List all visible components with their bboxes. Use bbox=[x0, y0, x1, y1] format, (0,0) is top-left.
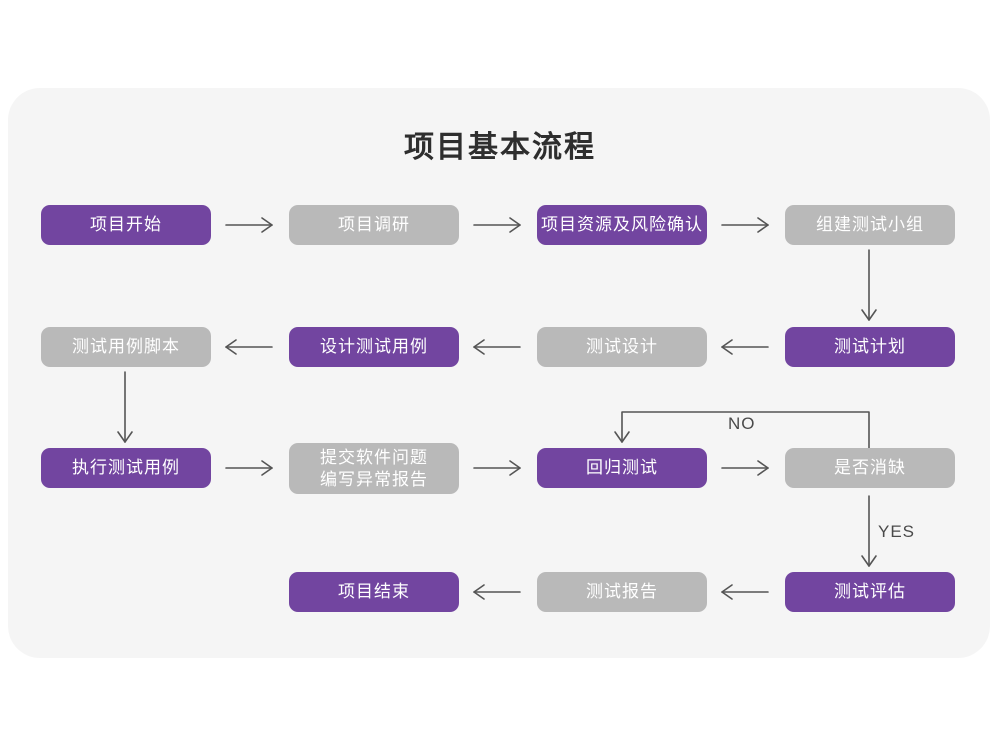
flow-node-n14[interactable]: 测试报告 bbox=[537, 572, 707, 612]
flow-node-label: 组建测试小组 bbox=[816, 215, 924, 234]
flow-node-label: 项目开始 bbox=[90, 215, 162, 234]
flow-node-label: 是否消缺 bbox=[834, 458, 906, 477]
flow-node-n4[interactable]: 组建测试小组 bbox=[785, 205, 955, 245]
flow-node-label: 测试计划 bbox=[834, 337, 906, 356]
page-title: 项目基本流程 bbox=[404, 131, 596, 164]
flow-node-n10[interactable]: 提交软件问题 编写异常报告 bbox=[289, 443, 459, 494]
flow-node-n9[interactable]: 执行测试用例 bbox=[41, 448, 211, 488]
flow-node-label: 项目结束 bbox=[338, 582, 410, 601]
flow-node-n1[interactable]: 项目开始 bbox=[41, 205, 211, 245]
flow-node-n3[interactable]: 项目资源及风险确认 bbox=[537, 205, 707, 245]
flow-node-label: 项目调研 bbox=[338, 215, 410, 234]
flow-node-label: 回归测试 bbox=[586, 458, 658, 477]
flow-node-n12[interactable]: 是否消缺 bbox=[785, 448, 955, 488]
flowchart-card bbox=[8, 88, 990, 658]
flow-node-label: 测试用例脚本 bbox=[72, 337, 180, 356]
flow-node-n7[interactable]: 测试设计 bbox=[537, 327, 707, 367]
flow-node-label: 项目资源及风险确认 bbox=[541, 215, 703, 234]
flow-node-n13[interactable]: 项目结束 bbox=[289, 572, 459, 612]
edge-label-no: NO bbox=[728, 414, 756, 433]
flow-node-n8[interactable]: 测试计划 bbox=[785, 327, 955, 367]
flow-node-label: 测试设计 bbox=[586, 337, 658, 356]
edge-label-yes: YES bbox=[878, 522, 916, 541]
flow-node-n6[interactable]: 设计测试用例 bbox=[289, 327, 459, 367]
flow-node-label: 测试评估 bbox=[834, 582, 906, 601]
flow-node-n5[interactable]: 测试用例脚本 bbox=[41, 327, 211, 367]
flow-node-label: 测试报告 bbox=[586, 582, 658, 601]
flow-node-n11[interactable]: 回归测试 bbox=[537, 448, 707, 488]
flow-node-n15[interactable]: 测试评估 bbox=[785, 572, 955, 612]
flow-node-label: 提交软件问题 编写异常报告 bbox=[320, 447, 428, 489]
flow-node-label: 设计测试用例 bbox=[320, 337, 428, 356]
flow-node-label: 执行测试用例 bbox=[72, 458, 180, 477]
flow-node-n2[interactable]: 项目调研 bbox=[289, 205, 459, 245]
